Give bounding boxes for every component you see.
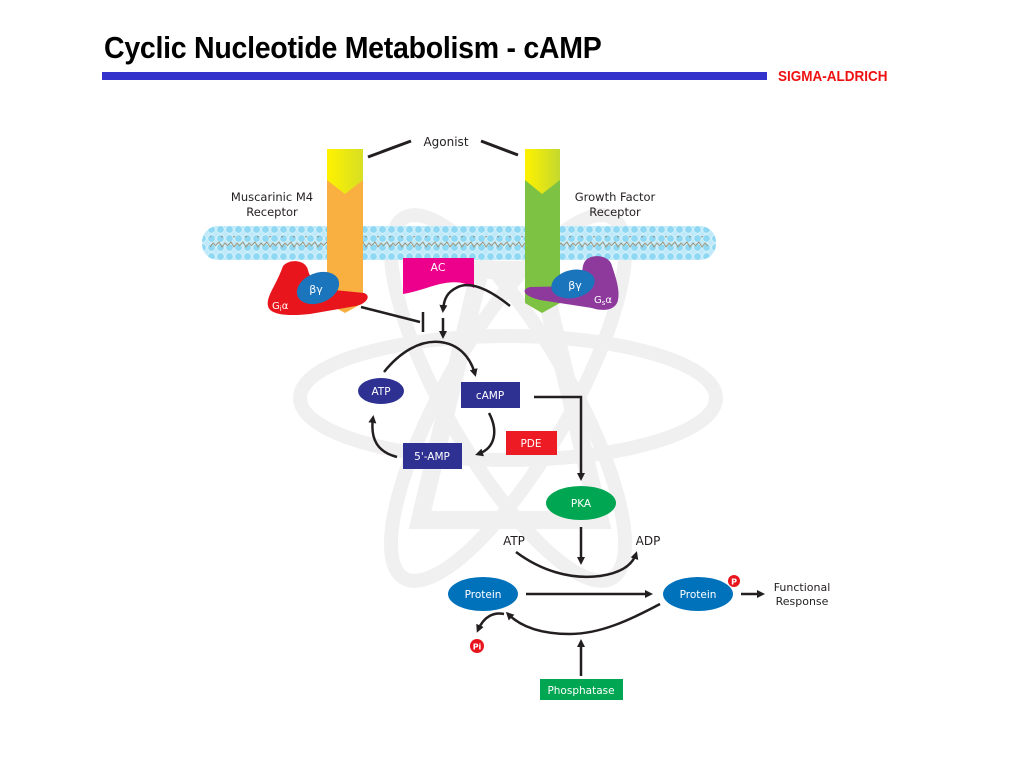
growth-factor-label-line2: Receptor [589,205,641,219]
atp-label: ATP [503,534,525,548]
beta-gamma-label-right: βγ [568,279,582,292]
phosphatase-node [540,679,623,700]
growth-factor-label-line1: Growth Factor [575,190,656,204]
beta-gamma-label-left: βγ [309,283,323,296]
dephosphorylation-arrow [505,602,661,636]
camp-to-amp-arrow [475,412,496,457]
ac-label: AC [430,261,445,274]
beta-gamma-subunit-right [551,269,595,299]
atp-to-adp-arrow [515,550,639,579]
pde-label: PDE [520,438,541,450]
camp-to-pka-arrow [534,395,585,481]
beta-gamma-subunit-left [296,271,340,305]
muscarinic-label-line1: Muscarinic M4 [231,190,313,204]
pi-label: Pi [473,643,482,652]
title-underline [102,72,767,80]
protein-label: Protein [465,589,502,601]
agonist-label: Agonist [423,135,468,149]
gi-alpha-label: Giα [272,301,289,313]
phosphoprotein-label: Protein [680,589,717,601]
pi-badge [470,639,484,653]
pka-label: PKA [571,498,592,510]
gs-alpha-subunit [524,256,619,310]
functional-response-line2: Response [776,595,829,608]
amp-to-atp-arrow [368,415,398,459]
page-title: Cyclic Nucleotide Metabolism - cAMP [104,30,602,65]
stimulation-arrow [439,283,511,313]
muscarinic-m4-receptor [327,149,363,313]
pka-node [546,486,616,520]
adp-label: ADP [636,534,661,548]
pde-node [506,431,557,455]
agonist-line-right [480,139,519,157]
cell-membrane [202,226,716,260]
phosphate-badge [728,575,740,587]
atp-to-camp-arrow [383,340,478,377]
adenylyl-cyclase [403,258,474,294]
phosphate-badge-label: P [731,578,737,587]
functional-response-line1: Functional [774,581,831,594]
muscarinic-label-line2: Receptor [246,205,298,219]
phosphoprotein-node [663,577,733,611]
amp5-label: 5'-AMP [414,451,450,463]
agonist-line-left [367,139,412,159]
pi-release-arrow [476,612,505,633]
inhibition-line [360,305,421,324]
phosphatase-label: Phosphatase [547,685,614,697]
growth-factor-receptor [525,149,560,313]
atp-node-label: ATP [371,386,390,398]
amp5-node [403,443,462,469]
atp-node [358,378,404,404]
camp-node-label: cAMP [476,390,504,402]
gs-alpha-label: Gsα [594,295,612,307]
brand-logo-text: SIGMA-ALDRICH [778,68,888,85]
camp-node [461,382,520,408]
protein-node [448,577,518,611]
